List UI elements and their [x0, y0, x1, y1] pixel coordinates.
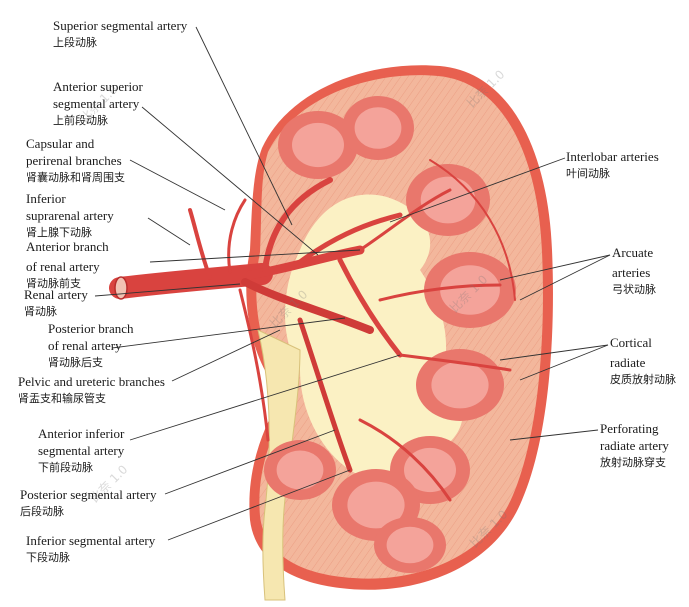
label-zh: 肾动脉后支 — [48, 356, 103, 369]
leader-line — [499, 344, 609, 361]
anterior-inferior-vessel — [337, 257, 403, 358]
leader-line — [147, 217, 191, 246]
label-en: Anterior superior — [53, 79, 143, 94]
posterior-branch-vessel — [241, 278, 374, 334]
label-perforating: Perforating radiate artery 放射动脉穿支 — [600, 420, 669, 471]
label-en: Capsular and — [26, 136, 95, 151]
renal-papilla — [386, 526, 434, 564]
leader-line — [149, 249, 361, 263]
label-zh: 肾囊动脉和肾周围支 — [26, 171, 125, 184]
label-en: radiate — [610, 355, 646, 370]
anterior-branch-vessel — [245, 245, 365, 280]
label-zh: 肾动脉前支 — [26, 277, 81, 290]
label-zh: 上前段动脉 — [53, 114, 108, 127]
leader-line — [167, 469, 351, 541]
label-anterior-superior: Anterior superior segmental artery 上前段动脉 — [53, 78, 143, 129]
label-zh: 弓状动脉 — [612, 283, 656, 296]
label-en: Renal artery — [24, 287, 88, 302]
pelvic-ureteric-vessel — [238, 288, 270, 442]
interlobar-vessel-4 — [358, 418, 452, 502]
label-en: Pelvic and ureteric branches — [18, 374, 165, 389]
leader-line — [129, 354, 401, 441]
renal-papilla — [431, 361, 489, 409]
leader-line — [164, 429, 336, 495]
label-inferior-suprarenal: Inferior suprarenal artery 肾上腺下动脉 — [26, 190, 114, 241]
label-superior-segmental: Superior segmental artery 上段动脉 — [53, 17, 187, 51]
label-en: Cortical — [610, 335, 652, 350]
renal-papilla — [440, 265, 500, 315]
label-posterior-segmental: Posterior segmental artery 后段动脉 — [20, 486, 156, 520]
leader-line — [94, 283, 241, 297]
leader-line — [111, 317, 346, 349]
superior-segmental-vessel — [262, 177, 333, 273]
leader-line — [519, 254, 611, 301]
renal-papilla — [292, 122, 344, 168]
label-en: Superior segmental artery — [53, 18, 188, 33]
label-en: segmental artery — [53, 96, 140, 111]
leader-line — [389, 157, 566, 223]
label-en: radiate artery — [600, 438, 669, 453]
label-en: Posterior segmental artery — [20, 487, 157, 502]
leader-line — [171, 329, 281, 382]
interlobar-vessel-1 — [358, 188, 452, 252]
label-anterior-branch: Anterior branch of renal artery 肾动脉前支 — [26, 238, 109, 292]
label-zh: 皮质放射动脉 — [610, 373, 676, 386]
label-en: Posterior branch — [48, 321, 134, 336]
label-zh: 肾盂支和输尿管支 — [18, 392, 106, 405]
label-en: Anterior branch — [26, 239, 109, 254]
leader-line — [141, 106, 319, 256]
leader-line — [195, 26, 293, 226]
label-interlobar: Interlobar arteries 叶间动脉 — [566, 148, 659, 182]
arcuate-vessel — [429, 159, 516, 301]
leader-line — [509, 429, 599, 441]
label-pelvic-ureteric: Pelvic and ureteric branches 肾盂支和输尿管支 — [18, 373, 165, 407]
suprarenal-vessel — [188, 208, 212, 280]
renal-papilla — [276, 450, 324, 490]
label-en: suprarenal artery — [26, 208, 114, 223]
artery-tree — [109, 159, 516, 502]
label-zh: 下段动脉 — [26, 551, 70, 564]
label-en: Arcuate — [612, 245, 654, 260]
label-capsular: Capsular and perirenal branches 肾囊动脉和肾周围… — [26, 135, 125, 186]
inferior-segmental-vessel — [297, 317, 353, 473]
label-renal-artery: Renal artery 肾动脉 — [24, 286, 88, 320]
label-cortical: Cortical radiate 皮质放射动脉 — [610, 334, 676, 388]
renal-papilla — [354, 107, 402, 149]
label-zh: 下前段动脉 — [38, 461, 93, 474]
label-zh: 肾动脉 — [24, 305, 57, 318]
capsular-vessel — [227, 198, 247, 274]
leader-line — [129, 159, 226, 211]
leader-line — [519, 344, 609, 381]
label-zh: 放射动脉穿支 — [600, 456, 666, 469]
label-anterior-inferior: Anterior inferior segmental artery 下前段动脉 — [38, 425, 124, 476]
renal-artery-trunk — [109, 263, 273, 299]
label-en: of renal artery — [26, 259, 100, 274]
renal-papilla — [420, 176, 476, 224]
label-arcuate: Arcuate arteries 弓状动脉 — [612, 244, 656, 298]
interlobar-vessel-2 — [378, 283, 502, 302]
label-en: of renal artery — [48, 338, 122, 353]
label-zh: 上段动脉 — [53, 36, 97, 49]
label-en: Inferior — [26, 191, 66, 206]
label-en: Anterior inferior — [38, 426, 125, 441]
interlobar-vessel-3 — [398, 353, 512, 372]
label-zh: 后段动脉 — [20, 505, 64, 518]
label-en: Perforating — [600, 421, 659, 436]
leader-line — [499, 254, 611, 281]
label-en: perirenal branches — [26, 153, 122, 168]
label-zh: 叶间动脉 — [566, 167, 610, 180]
label-en: arteries — [612, 265, 651, 280]
label-en: Inferior segmental artery — [26, 533, 156, 548]
label-en: segmental artery — [38, 443, 125, 458]
label-inferior-segmental: Inferior segmental artery 下段动脉 — [26, 532, 155, 566]
renal-artery-lumen — [114, 276, 128, 300]
anterior-superior-vessel — [297, 212, 403, 265]
renal-papilla — [347, 481, 405, 529]
label-posterior-branch: Posterior branch of renal artery 肾动脉后支 — [48, 320, 134, 371]
label-zh: 肾上腺下动脉 — [26, 226, 92, 239]
leader-lines — [94, 26, 611, 541]
label-en: Interlobar arteries — [566, 149, 659, 164]
